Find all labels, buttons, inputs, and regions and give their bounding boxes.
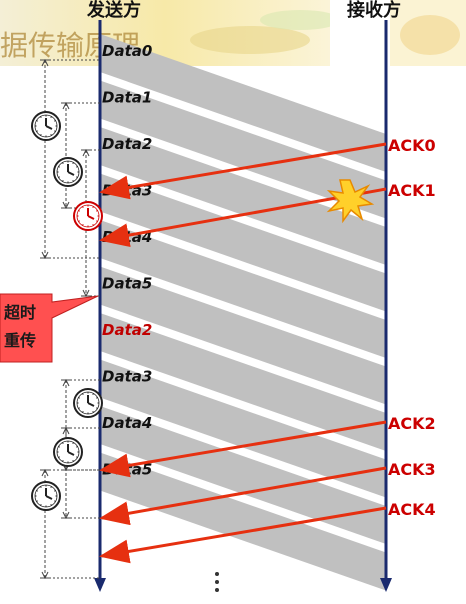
callout-line1: 超时	[3, 303, 36, 322]
sender-label: 发送方	[86, 0, 141, 21]
clock-icon	[74, 389, 102, 417]
frame-label: Data3	[102, 368, 152, 386]
receiver-label: 接收方	[347, 0, 401, 21]
clock-icon	[74, 202, 102, 230]
callout-line2: 重传	[4, 331, 36, 350]
clock-icon	[32, 112, 60, 140]
ack-label: ACK0	[388, 136, 436, 155]
clock-icon	[54, 158, 82, 186]
ack-label: ACK4	[388, 500, 436, 519]
frame-label: Data0	[102, 42, 152, 60]
clock-icon	[54, 438, 82, 466]
ack-label: ACK1	[388, 181, 436, 200]
frame-label: Data5	[102, 275, 152, 293]
frame-label: Data4	[102, 414, 152, 432]
retransmitted-frame-label: Data2	[102, 321, 152, 339]
ack-label: ACK2	[388, 414, 436, 433]
ack-label: ACK3	[388, 460, 436, 479]
clock-icon	[32, 482, 60, 510]
vertical-ellipsis-icon	[215, 572, 219, 592]
frame-label: Data1	[102, 89, 152, 107]
frame-label: Data2	[102, 135, 152, 153]
timeout-retransmit-callout: 超时 重传	[0, 294, 98, 362]
sender-timeline-arrowhead	[94, 578, 106, 592]
